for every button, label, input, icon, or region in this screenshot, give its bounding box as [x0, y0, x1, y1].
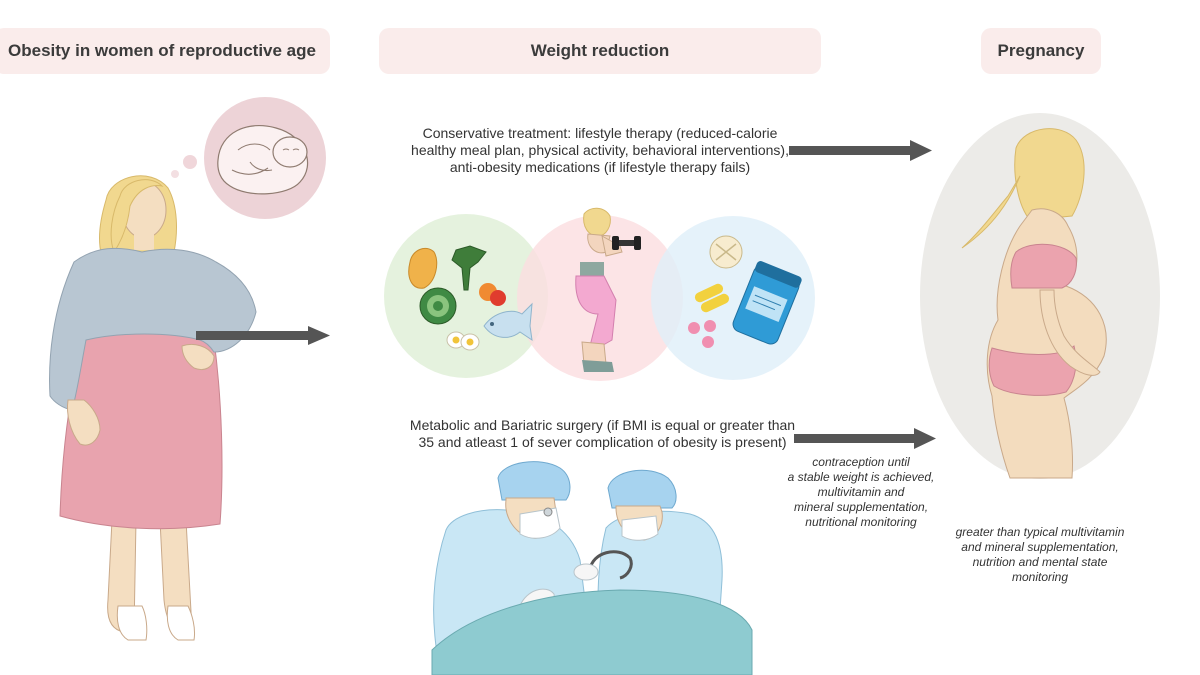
header-obesity-label: Obesity in women of reproductive age: [8, 41, 316, 60]
conservative-line-2: healthy meal plan, physical activity, be…: [411, 142, 789, 158]
arrow-surgery-to-pregnancy: [794, 428, 936, 449]
post-surgery-line-4: mineral supplementation,: [793, 500, 929, 514]
post-surgery-line-5: nutritional monitoring: [805, 515, 917, 529]
woman-obesity-figure: [49, 175, 257, 641]
surgery-line-2: 35 and atleast 1 of sever complication o…: [418, 434, 787, 450]
arrow-obesity-to-treatment: [196, 326, 330, 345]
post-surgery-note: contraception until a stable weight is a…: [770, 455, 952, 530]
exercise-figure: [575, 207, 641, 372]
pregnancy-note: greater than typical multivitamin and mi…: [940, 525, 1140, 585]
pregnancy-note-line-3: nutrition and mental state: [972, 555, 1108, 569]
healthy-food-icon: [408, 245, 533, 351]
medication-icon: [688, 235, 802, 348]
pregnancy-note-line-4: monitoring: [1011, 570, 1069, 584]
post-surgery-line-3: multivitamin and: [817, 485, 905, 499]
surgery-text: Metabolic and Bariatric surgery (if BMI …: [405, 417, 800, 451]
pregnancy-note-line-2: and mineral supplementation,: [961, 540, 1119, 554]
post-surgery-line-2: a stable weight is achieved,: [787, 470, 935, 484]
header-obesity: Obesity in women of reproductive age: [0, 28, 330, 74]
post-surgery-line-1: contraception until: [812, 455, 910, 469]
pregnancy-figure: [920, 113, 1160, 479]
conservative-line-1: Conservative treatment: lifestyle therap…: [422, 125, 778, 141]
arrow-conservative-to-pregnancy: [789, 140, 932, 161]
conservative-treatment-text: Conservative treatment: lifestyle therap…: [405, 125, 795, 176]
header-weight-reduction: Weight reduction: [379, 28, 821, 74]
baby-icon: [217, 124, 309, 195]
header-pregnancy-label: Pregnancy: [997, 41, 1085, 60]
surgery-line-1: Metabolic and Bariatric surgery (if BMI …: [409, 417, 796, 433]
conservative-line-3: anti-obesity medications (if lifestyle t…: [449, 159, 751, 175]
header-weight-reduction-label: Weight reduction: [530, 41, 670, 60]
surgery-illustration: [431, 461, 753, 675]
thought-bubble: [171, 97, 326, 219]
header-pregnancy: Pregnancy: [981, 28, 1101, 74]
pregnancy-note-line-1: greater than typical multivitamin: [955, 525, 1125, 539]
